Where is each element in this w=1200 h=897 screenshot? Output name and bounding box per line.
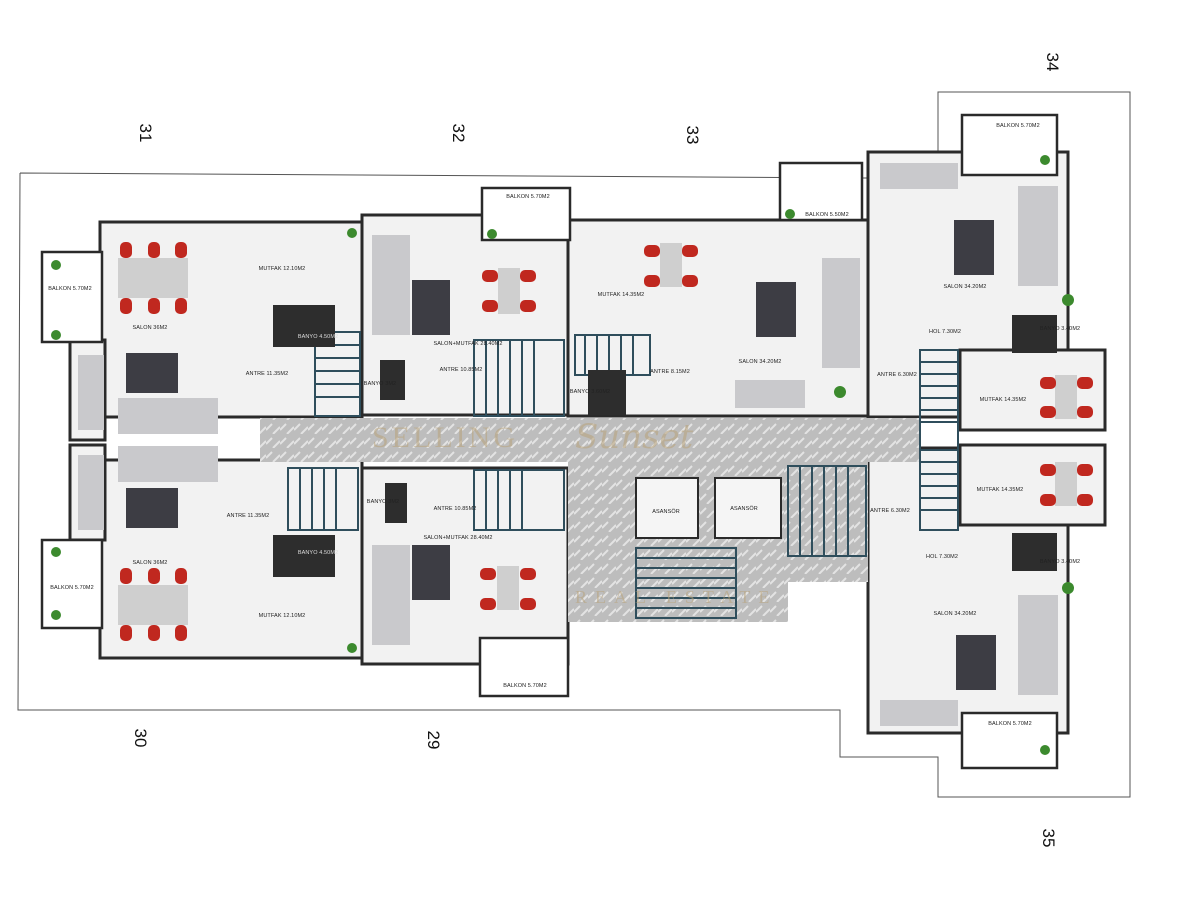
room-label: BALKON 5.70M2 [506,194,550,200]
room-label: ANTRE 11.35M2 [245,371,289,377]
room-label: ANTRE 8.15M2 [650,369,690,375]
room-label: ANTRE 10.85M2 [433,506,477,512]
stairs [287,331,959,619]
room-label: SALON 36M2 [132,560,168,566]
room-label: SALON 36M2 [132,325,168,331]
room-label: MUTFAK 14.35M2 [976,487,1024,493]
room-label: ANTRE 10.85M2 [439,367,483,373]
room-label: SALON 34.20M2 [738,359,782,365]
room-label: BALKON 5.70M2 [996,123,1040,129]
unit-number-33: 33 [683,125,702,145]
unit-number-34: 34 [1043,52,1062,72]
room-label: MUTFAK 12.10M2 [258,266,306,272]
room-label: SALON+MUTFAK 28.40M2 [433,341,503,347]
room-label: BANYO 4.50M2 [297,550,339,556]
room-label: BANYO 3.40M2 [1039,326,1081,332]
room-label: HOL 7.30M2 [929,329,961,335]
room-label: BANYO 3.40M2 [1039,559,1081,565]
unit-number-32: 32 [449,123,468,143]
room-label: BANYO 3M2 [363,381,397,387]
room-label: SALON+MUTFAK 28.40M2 [423,535,493,541]
room-label: MUTFAK 14.35M2 [597,292,645,298]
room-label: BALKON 5.70M2 [48,286,92,292]
room-label: BALKON 5.70M2 [503,683,547,689]
room-label: SALON 34.20M2 [933,611,977,617]
room-label: SALON 34.20M2 [943,284,987,290]
room-label: BANYO 3M2 [366,499,400,505]
rugs [126,220,996,690]
room-label: ANTRE 11.35M2 [226,513,270,519]
sofas [78,163,1058,726]
elevator-label: ASANSÖR [730,506,758,512]
balconies [40,113,1059,770]
room-label: BALKON 5.50M2 [805,212,849,218]
unit-number-29: 29 [424,730,443,750]
elevator-label: ASANSÖR [652,509,680,515]
dining-sets [118,242,1093,641]
elevators [635,477,782,539]
room-label: BALKON 5.70M2 [50,585,94,591]
room-label: MUTFAK 12.10M2 [258,613,306,619]
unit-number-35: 35 [1039,828,1058,848]
room-label: HOL 7.30M2 [926,554,958,560]
unit-number-30: 30 [131,728,150,748]
room-label: BANYO 4.50M2 [297,334,339,340]
room-label: MUTFAK 14.35M2 [979,397,1027,403]
room-label: BANYO 3.60M2 [569,389,611,395]
unit-number-31: 31 [136,123,155,143]
room-label: BALKON 5.70M2 [988,721,1032,727]
plants [51,155,1074,755]
room-label: ANTRE 6.30M2 [877,372,917,378]
bathrooms [273,305,1057,577]
room-label: ANTRE 6.30M2 [870,508,910,514]
